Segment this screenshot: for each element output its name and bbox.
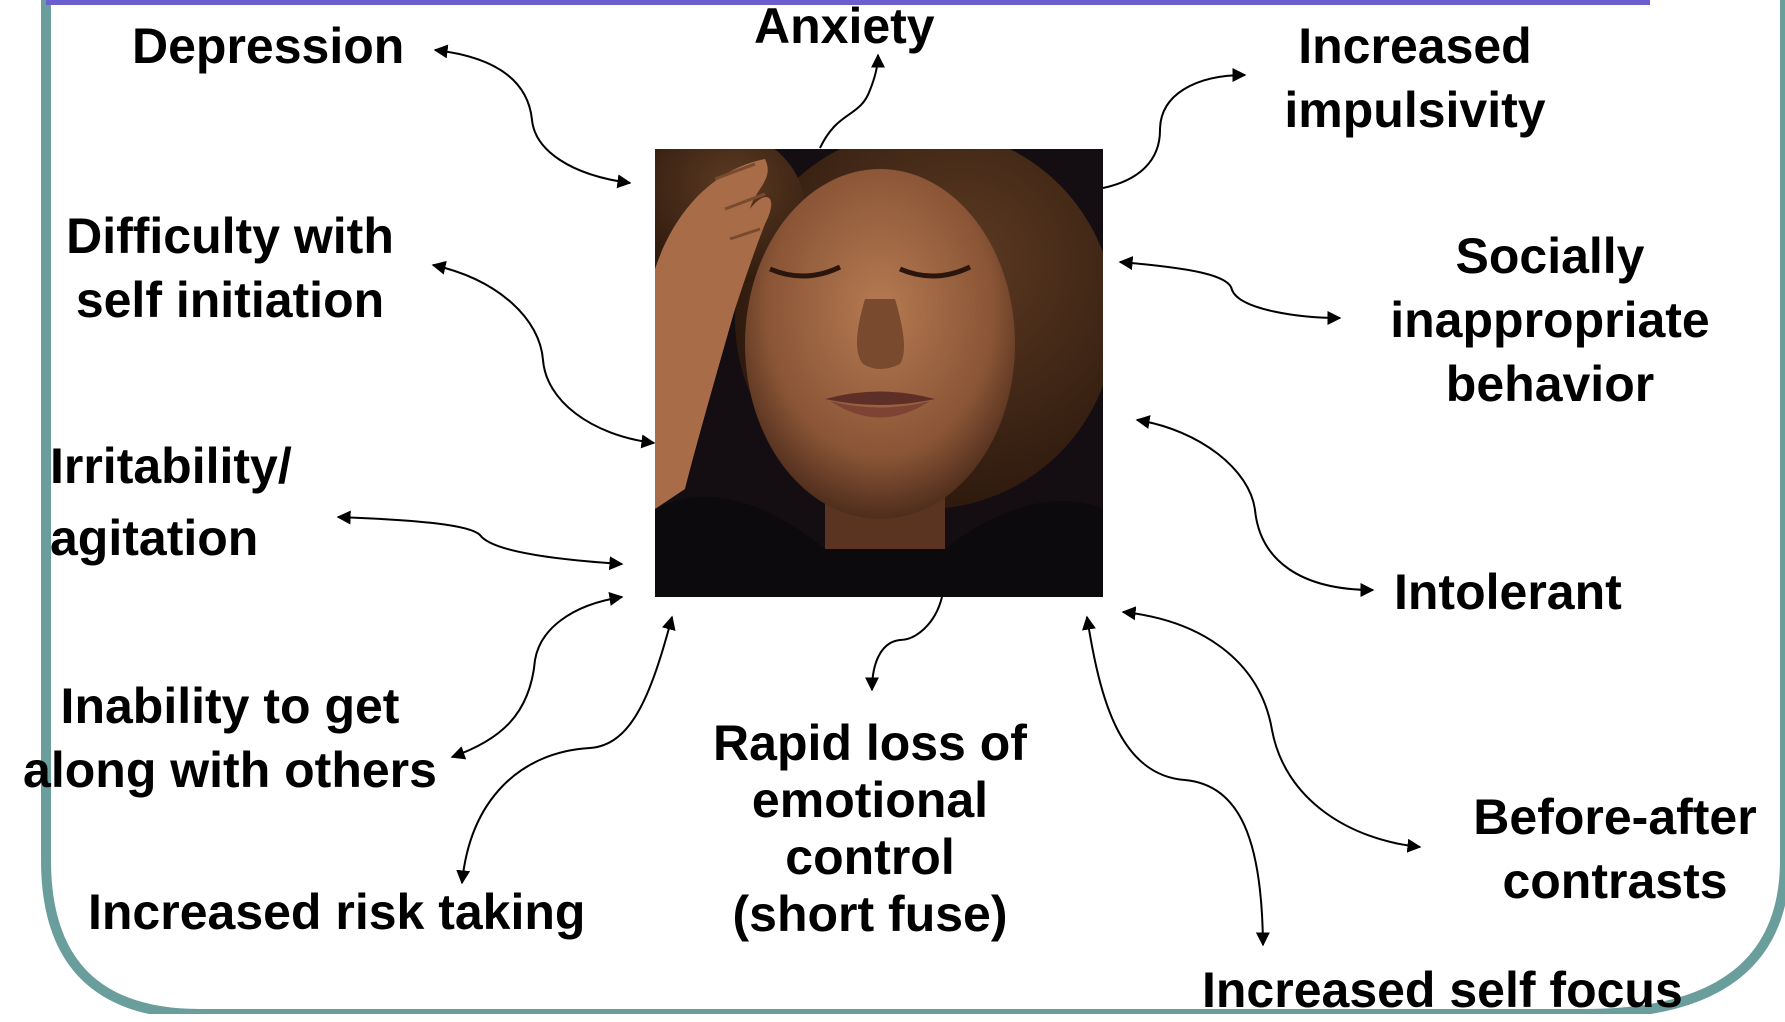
label-anxiety: Anxiety [754, 0, 935, 58]
arrow-anxiety [820, 55, 878, 148]
label-increased-impulsivity: Increased impulsivity [1260, 14, 1570, 142]
label-socially-inappropriate: Socially inappropriate behavior [1370, 224, 1730, 416]
woman-headache-photo-icon [655, 149, 1103, 597]
arrow-get-along [452, 597, 622, 757]
arrow-risk-taking [462, 617, 672, 883]
label-increased-risk: Increased risk taking [88, 880, 585, 944]
arrow-intolerant [1137, 420, 1373, 590]
label-before-after: Before-after contrasts [1440, 785, 1785, 913]
arrow-socially-inappropriate [1120, 262, 1340, 318]
arrow-depression [435, 50, 630, 183]
label-intolerant: Intolerant [1394, 560, 1622, 624]
label-inability-get-along: Inability to get along with others [4, 674, 456, 802]
arrow-impulsivity [1103, 75, 1245, 188]
label-difficulty-self-initiation: Difficulty with self initiation [40, 204, 420, 332]
center-photo [655, 149, 1103, 597]
arrow-short-fuse [872, 597, 942, 690]
arrow-self-focus [1087, 617, 1263, 945]
arrow-self-initiation [433, 265, 654, 443]
label-rapid-loss: Rapid loss of emotional control (short f… [690, 715, 1050, 943]
arrow-before-after [1123, 612, 1420, 847]
arrow-irritability [338, 517, 622, 564]
label-increased-self-focus: Increased self focus [1202, 958, 1683, 1022]
label-depression: Depression [132, 14, 404, 78]
label-irritability: Irritability/ agitation [50, 430, 292, 574]
